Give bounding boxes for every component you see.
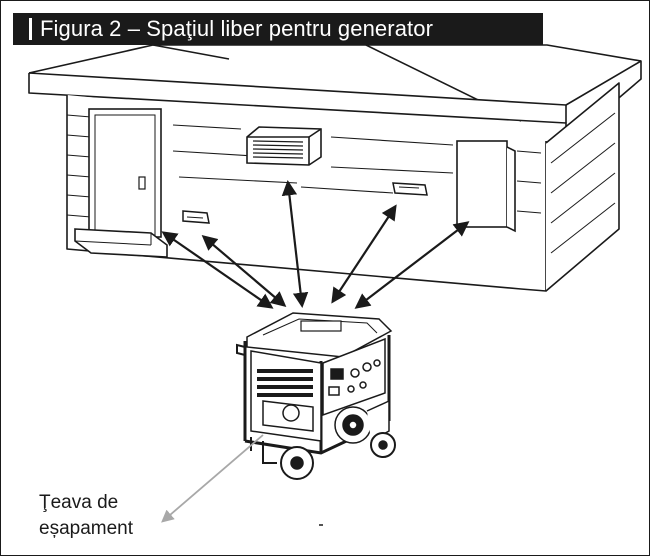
title-mark (29, 18, 32, 40)
vent-icon (246, 126, 322, 166)
figure-title: Figura 2 – Spaţiul liber pentru generato… (40, 16, 433, 41)
exhaust-arrow-icon (161, 434, 264, 523)
exhaust-label-line1: Ţeava de (39, 492, 119, 513)
door-icon (74, 108, 168, 258)
clearance-arrow-icon (161, 179, 470, 309)
generator-icon (236, 312, 396, 480)
exhaust-pipe-label: Ţeava de eșapament (39, 490, 169, 542)
figure-title-bar: Figura 2 – Spaţiul liber pentru generato… (13, 13, 543, 45)
exhaust-label-line2: eșapament (39, 518, 134, 539)
slot-vent-icon (182, 182, 428, 224)
window-icon (456, 140, 516, 233)
